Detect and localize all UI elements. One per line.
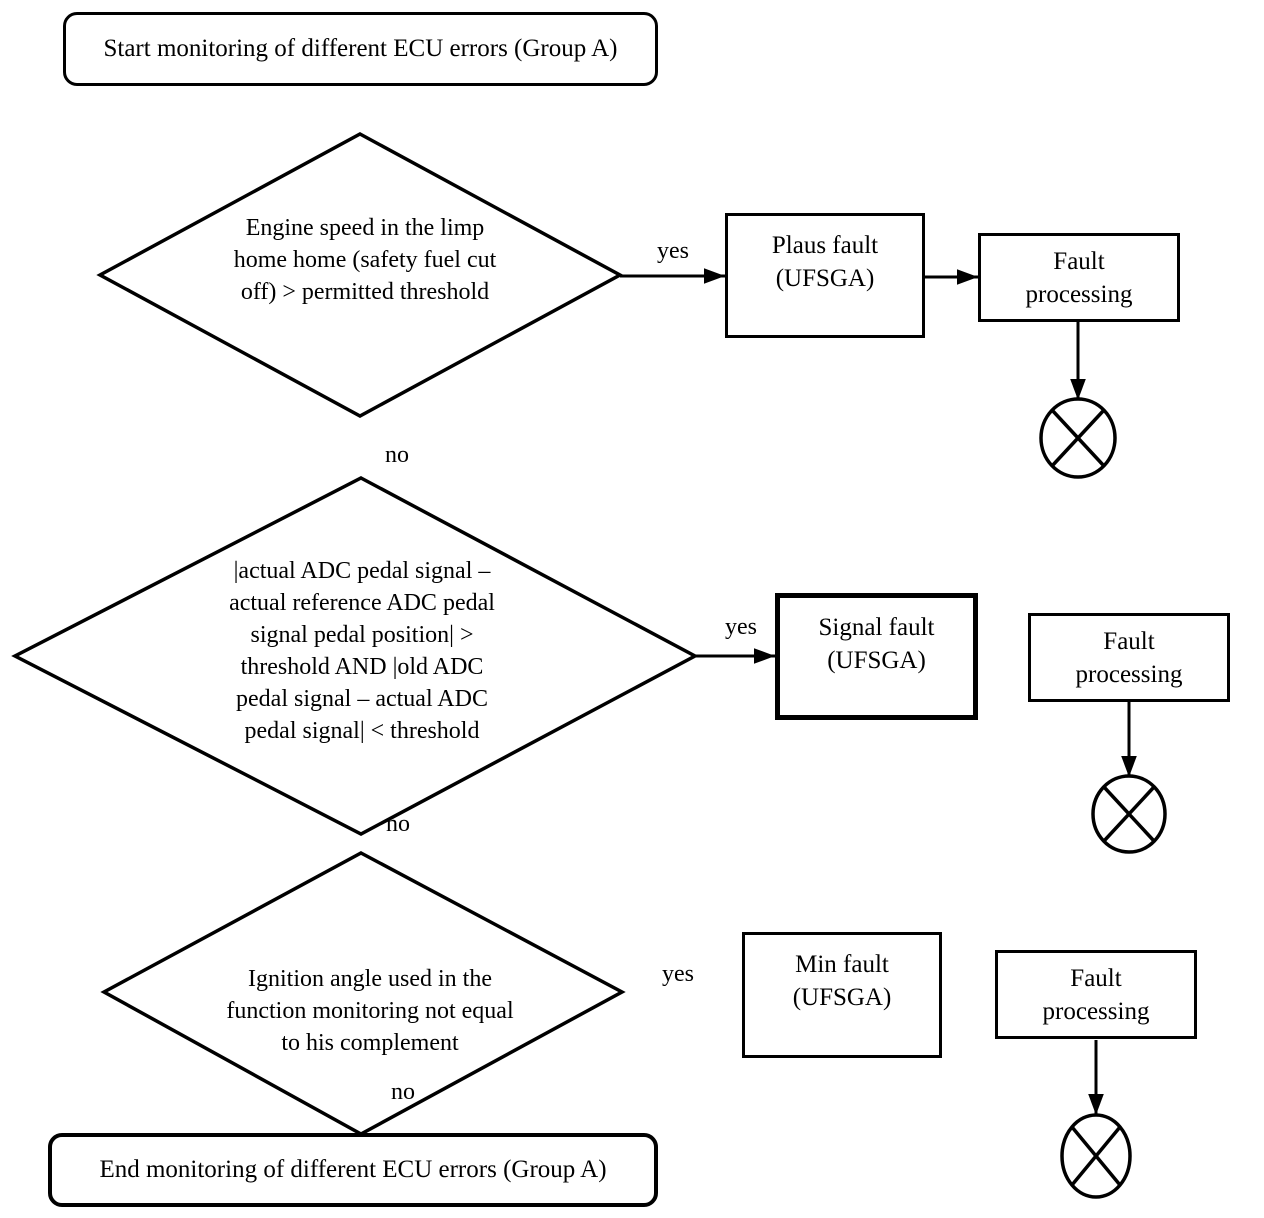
text-line: Fault bbox=[1103, 627, 1155, 655]
fault-processing-box-1: Fault processing bbox=[978, 233, 1180, 322]
text-line: Signal fault bbox=[818, 614, 935, 641]
yes-label-2: yes bbox=[725, 614, 757, 640]
fault-processing-box-3: Fault processing bbox=[995, 950, 1197, 1039]
text-line: (UFSGA) bbox=[792, 984, 892, 1011]
no-label-3: no bbox=[391, 1079, 415, 1105]
text-line: Ignition angle used in the bbox=[248, 966, 492, 992]
decision-1-text: Engine speed in the limp home home (safe… bbox=[205, 212, 525, 308]
text-line: processing bbox=[1025, 280, 1133, 308]
cross-circle-icon-3 bbox=[1060, 1113, 1132, 1199]
text-line: home home (safety fuel cut bbox=[233, 247, 497, 273]
text-line: function monitoring not equal bbox=[226, 998, 514, 1024]
text-line: off) > permitted threshold bbox=[240, 279, 490, 305]
signal-fault-box: Signal fault (UFSGA) bbox=[775, 593, 978, 720]
text-line: pedal signal| < threshold bbox=[244, 718, 480, 744]
start-label: Start monitoring of different ECU errors… bbox=[103, 35, 618, 62]
decision-2-text: |actual ADC pedal signal – actual refere… bbox=[182, 555, 542, 747]
text-line: Min fault bbox=[795, 951, 889, 978]
text-line: processing bbox=[1042, 997, 1150, 1025]
fault-processing-box-2: Fault processing bbox=[1028, 613, 1230, 702]
decision-diamond-engine-speed bbox=[96, 132, 624, 418]
no-label-1: no bbox=[385, 442, 409, 468]
text-line: actual reference ADC pedal bbox=[229, 590, 495, 616]
plaus-fault-box: Plaus fault (UFSGA) bbox=[725, 213, 925, 338]
yes-label-1: yes bbox=[657, 238, 689, 264]
min-fault-box: Min fault (UFSGA) bbox=[742, 932, 942, 1058]
yes-label-3: yes bbox=[662, 961, 694, 987]
decision-3-text: Ignition angle used in the function moni… bbox=[200, 963, 540, 1059]
text-line: processing bbox=[1075, 660, 1183, 688]
cross-circle-icon-1 bbox=[1039, 397, 1117, 479]
text-line: Fault bbox=[1053, 247, 1105, 275]
text-line: Plaus fault bbox=[771, 232, 879, 259]
decision-diamond-adc-pedal bbox=[11, 476, 699, 836]
text-line: Engine speed in the limp bbox=[245, 215, 485, 241]
text-line: to his complement bbox=[281, 1030, 459, 1056]
text-line: pedal signal – actual ADC bbox=[236, 686, 488, 712]
cross-circle-icon-2 bbox=[1091, 774, 1167, 854]
start-terminator: Start monitoring of different ECU errors… bbox=[63, 12, 658, 86]
text-line: |actual ADC pedal signal – bbox=[233, 558, 491, 584]
end-label: End monitoring of different ECU errors (… bbox=[99, 1156, 607, 1183]
text-line: Fault bbox=[1070, 964, 1122, 992]
no-label-2: no bbox=[386, 811, 410, 837]
text-line: signal pedal position| > bbox=[250, 622, 474, 648]
text-line: (UFSGA) bbox=[827, 647, 926, 674]
text-line: (UFSGA) bbox=[775, 265, 875, 292]
end-terminator: End monitoring of different ECU errors (… bbox=[48, 1133, 658, 1207]
text-line: threshold AND |old ADC bbox=[240, 654, 484, 680]
